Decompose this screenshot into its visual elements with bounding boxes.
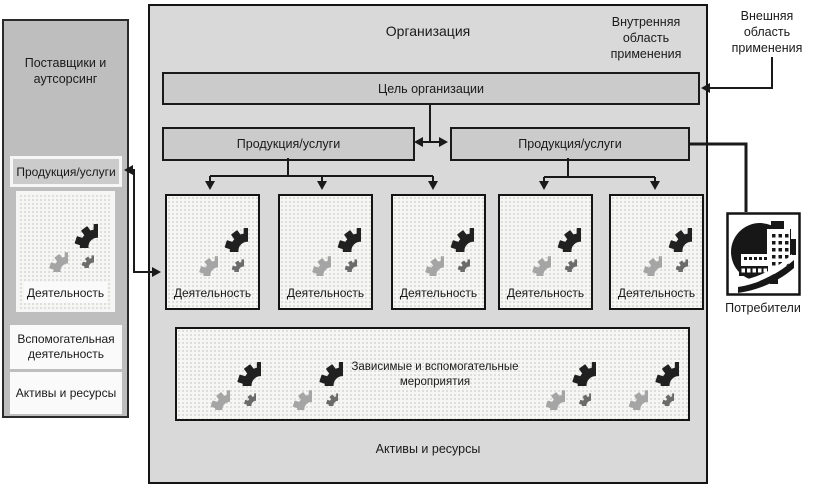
gear-small-icon	[445, 246, 469, 272]
activity-box-1: Деятельность	[165, 194, 260, 310]
gears-cluster	[511, 202, 583, 278]
suppliers-panel-title: Поставщики и аутсорсинг	[24, 56, 107, 87]
gears-cluster	[271, 336, 345, 412]
activity-label: Деятельность	[617, 286, 696, 300]
sidebar-aux-activity-label: Вспомогательная деятельность	[17, 332, 115, 361]
internal-scope-label: Внутренняя область применения	[610, 15, 682, 61]
activity-box-3: Деятельность	[391, 194, 486, 310]
gears-cluster	[28, 198, 100, 274]
gears-cluster	[189, 336, 263, 412]
gear-small-icon	[552, 246, 576, 272]
sidebar-products-services-label: Продукция/услуги	[16, 164, 116, 179]
support-activities-box: Зависимые и вспомогательные мероприятия	[175, 327, 690, 421]
sidebar-assets-label: Активы и ресурсы	[15, 385, 117, 400]
gear-medium-icon	[272, 369, 312, 410]
gear-medium-icon	[29, 231, 68, 272]
activity-label: Деятельность	[399, 286, 478, 300]
gear-medium-icon	[179, 235, 218, 276]
activity-box-4: Деятельность	[498, 194, 593, 310]
sidebar-products-services-box: Продукция/услуги	[10, 156, 122, 187]
gear-small-icon	[566, 380, 591, 406]
gear-medium-icon	[292, 235, 331, 276]
sidebar-activity-label: Деятельность	[26, 285, 105, 300]
gears-cluster	[178, 202, 250, 278]
gear-small-icon	[649, 380, 674, 406]
products-services-right-label: Продукция/услуги	[518, 137, 622, 151]
external-scope-label: Внешняя область применения	[731, 9, 803, 55]
gear-small-icon	[313, 380, 338, 406]
gear-small-icon	[332, 246, 356, 272]
activity-label: Деятельность	[173, 286, 252, 300]
gear-small-icon	[219, 246, 243, 272]
gear-medium-icon	[525, 369, 565, 410]
consumers-building-icon	[726, 212, 801, 296]
gear-medium-icon	[608, 369, 648, 410]
products-services-left-label: Продукция/услуги	[236, 137, 341, 151]
gear-small-icon	[231, 380, 256, 406]
gear-medium-icon	[190, 369, 230, 410]
sidebar-activity-label-strip: Деятельность	[24, 282, 107, 303]
sidebar-assets-box: Активы и ресурсы	[10, 372, 122, 414]
gear-small-icon	[663, 246, 687, 272]
gears-cluster	[404, 202, 476, 278]
products-services-box-left: Продукция/услуги	[162, 127, 415, 161]
gears-cluster	[291, 202, 363, 278]
external-to-goal-connector	[701, 57, 773, 93]
gear-medium-icon	[623, 235, 662, 276]
gear-medium-icon	[405, 235, 444, 276]
sidebar-aux-activity-box: Вспомогательная деятельность	[10, 325, 122, 369]
activity-label: Деятельность	[286, 286, 365, 300]
support-activities-label: Зависимые и вспомогательные мероприятия	[351, 361, 519, 388]
organization-title: Организация	[385, 23, 471, 39]
organization-goal-label: Цель организации	[378, 81, 484, 96]
products-services-box-right: Продукция/услуги	[450, 127, 690, 161]
suppliers-panel: Поставщики и аутсорсинг Продукция/услуги…	[2, 19, 129, 418]
gear-medium-icon	[512, 235, 551, 276]
gears-cluster	[622, 202, 694, 278]
assets-resources-label: Активы и ресурсы	[375, 442, 481, 456]
gears-cluster	[524, 336, 598, 412]
activity-box-2: Деятельность	[278, 194, 373, 310]
gears-cluster	[607, 336, 681, 412]
organization-goal-box: Цель организации	[162, 72, 700, 105]
consumers-label: Потребители	[725, 301, 801, 315]
activity-box-5: Деятельность	[609, 194, 704, 310]
organization-panel: Организация Внутренняя область применени…	[148, 4, 708, 484]
sidebar-activity-box: Деятельность	[16, 191, 115, 312]
activity-label: Деятельность	[506, 286, 585, 300]
gear-small-icon	[69, 242, 93, 268]
